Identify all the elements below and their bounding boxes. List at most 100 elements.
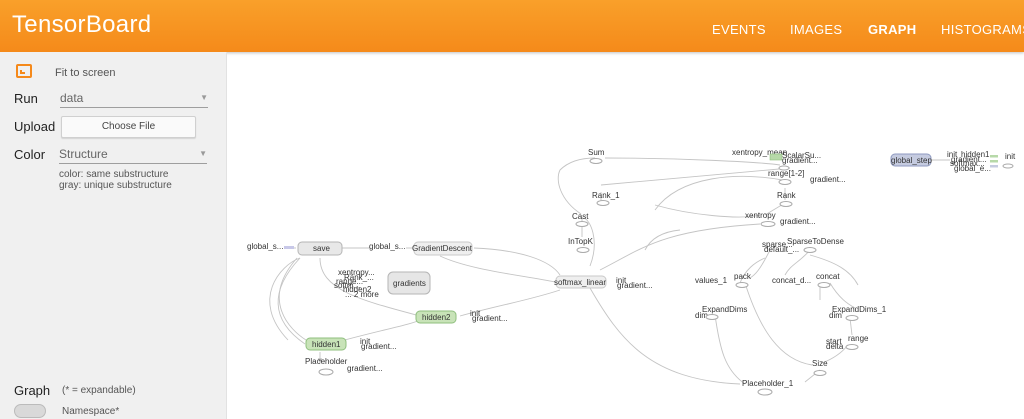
node-xentropy-mean[interactable] [778, 165, 790, 171]
node-expand-dims-label: ExpandDims [702, 305, 747, 314]
namespace-swatch [14, 404, 46, 418]
node-hidden2[interactable] [415, 310, 457, 324]
node-gs-init2[interactable] [1002, 163, 1014, 169]
node-dim1-label: dim [695, 311, 708, 320]
expandable-note: (* = expandable) [62, 385, 136, 396]
node-g-softmax-label: softm... [334, 281, 360, 290]
node-xentropy-mean-label: xentropy_mean [732, 148, 787, 157]
node-global-step[interactable] [890, 153, 932, 167]
tab-events[interactable]: EVENTS [712, 22, 766, 37]
dropdown-arrow-icon: ▼ [200, 93, 208, 102]
node-intopk[interactable] [576, 247, 590, 253]
node-expand-dims-1[interactable] [845, 315, 859, 321]
node-size[interactable] [813, 370, 827, 376]
graph-svg[interactable]: Sum xentropy_mean ScalarSu... gradient..… [227, 52, 1024, 419]
node-intopk-label: InTopK [568, 237, 594, 246]
node-hidden1[interactable] [305, 337, 347, 351]
node-gs-init2-label: init [1005, 152, 1016, 161]
node-range-label: range [848, 334, 869, 343]
node-values1-label: values_1 [695, 276, 728, 285]
graph-legend-title: Graph [14, 383, 51, 398]
node-scalarsu[interactable] [769, 153, 783, 161]
node-pack[interactable] [735, 282, 749, 288]
node-placeholder-label: Placeholder [305, 357, 348, 366]
node-sum[interactable] [589, 158, 603, 164]
node-placeholder[interactable] [318, 368, 334, 376]
node-concat[interactable] [817, 282, 831, 288]
node-global-s1-label: global_s... [247, 242, 283, 251]
namespace-legend-label: Namespace* [62, 406, 120, 417]
node-placeholder1-label: Placeholder_1 [742, 379, 794, 388]
color-label: Color [14, 147, 46, 162]
node-cast[interactable] [575, 221, 589, 227]
node-gradients[interactable] [387, 271, 431, 295]
tab-images[interactable]: IMAGES [790, 22, 843, 37]
top-bar: TensorBoard EVENTS IMAGES GRAPH HISTOGRA… [0, 0, 1024, 52]
node-concat-label: concat [816, 272, 840, 281]
node-expand-dims-1-label: ExpandDims_1 [832, 305, 887, 314]
node-softmax-linear[interactable] [555, 275, 607, 289]
node-default-label: default_... [764, 245, 799, 254]
run-select[interactable]: data ▼ [60, 91, 208, 108]
node-size-label: Size [812, 359, 828, 368]
node-sparse-to-dense-label: SparseToDense [787, 237, 844, 246]
node-global-step-label: global_step [891, 156, 932, 165]
node-save[interactable] [297, 241, 343, 256]
node-pack-label: pack [734, 272, 752, 281]
run-label: Run [14, 91, 38, 106]
node-xentropy[interactable] [760, 221, 776, 227]
node-gradient-descent[interactable] [413, 241, 473, 256]
node-gs-hidden1-label: hidden1 [961, 150, 990, 159]
node-hidden2-label: hidden2 [422, 313, 451, 322]
node-gradient-descent-label: GradientDescent [412, 244, 473, 253]
tab-histograms[interactable]: HISTOGRAMS [941, 22, 1024, 37]
node-g-rank-label: Rank_... [344, 273, 374, 282]
node-sl-gradient-label: gradient... [617, 281, 653, 290]
node-h2-init-label: init [470, 309, 481, 318]
node-save-label: save [313, 244, 330, 253]
app-title: TensorBoard [12, 11, 152, 38]
node-gs-global-e-label: global_e... [954, 164, 991, 173]
dropdown-arrow-icon: ▼ [199, 149, 207, 158]
node-xentropy-label: xentropy [745, 211, 776, 220]
choose-file-button[interactable]: Choose File [61, 116, 196, 138]
node-placeholder1[interactable] [757, 388, 773, 396]
node-gs-init-label: init [947, 150, 958, 159]
node-sl-init-label: init [616, 276, 627, 285]
node-gs-gradient-label: gradient... [951, 155, 987, 164]
node-concat-d-label: concat_d... [772, 276, 811, 285]
node-range12[interactable] [778, 179, 792, 185]
node-delta-label: delta [826, 342, 844, 351]
color-select-value: Structure [59, 147, 108, 161]
color-note-same: color: same substructure [59, 169, 169, 180]
node-rank[interactable] [779, 201, 793, 207]
node-global-s2-label: global_s... [369, 242, 405, 251]
node-range[interactable] [845, 344, 859, 350]
node-xm-gradient-label: gradient... [782, 156, 818, 165]
node-cast-label: Cast [572, 212, 589, 221]
node-softmax-linear-label: softmax_linear [554, 278, 606, 287]
node-g-range-label: range... [336, 277, 363, 286]
node-expand-dims[interactable] [705, 314, 719, 320]
node-dim2-label: dim [829, 311, 842, 320]
node-start-label: start [826, 337, 842, 346]
node-g-hidden-label: hidden2 [343, 285, 372, 294]
node-gs-softmax-label: softmax... [950, 159, 985, 168]
graph-canvas[interactable]: Sum xentropy_mean ScalarSu... gradient..… [227, 52, 1024, 419]
node-gs-mark1 [990, 155, 998, 158]
node-sparse-label: sparse... [762, 240, 793, 249]
node-scalarsu-label: ScalarSu... [782, 151, 821, 160]
tab-graph[interactable]: GRAPH [868, 22, 917, 37]
node-sparse-to-dense[interactable] [803, 247, 817, 253]
node-hidden1-label: hidden1 [312, 340, 341, 349]
node-g-xentropy-label: xentropy... [338, 268, 375, 277]
node-rank1[interactable] [596, 200, 610, 206]
node-rank1-label: Rank_1 [592, 191, 620, 200]
fit-to-screen-icon[interactable] [16, 64, 32, 78]
node-r12-gradient-label: gradient... [810, 175, 846, 184]
control-panel: Fit to screen Run data ▼ Upload Choose F… [0, 52, 227, 419]
fit-to-screen-label[interactable]: Fit to screen [55, 67, 116, 79]
color-select[interactable]: Structure ▼ [59, 147, 207, 164]
node-gs-mark3 [990, 165, 998, 168]
node-gs-mark2 [990, 160, 998, 163]
